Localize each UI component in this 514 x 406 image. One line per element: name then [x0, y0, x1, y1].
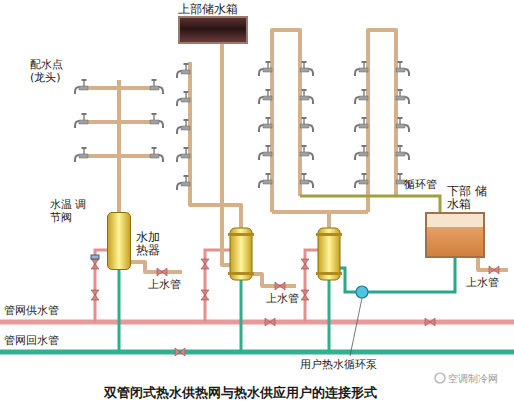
outlet-label: 配水点 (龙头): [30, 58, 76, 84]
pump-line: [340, 258, 455, 292]
node-text: 水加热器: [136, 231, 162, 257]
return-main: [0, 350, 514, 355]
circulation-pump: [356, 286, 368, 298]
lower-storage-tank: 下部 储水箱: [425, 212, 485, 258]
water-heater: 水加热器: [107, 212, 131, 270]
leader-line: [350, 298, 362, 356]
upper-storage-tank: 上部储水箱: [178, 16, 248, 44]
valves: [91, 255, 499, 356]
supply-main: [0, 320, 514, 325]
circulation-pipe: [300, 196, 440, 212]
inlet-pipe-label: 上水管: [148, 278, 188, 291]
hot-water-pipes: [88, 30, 508, 286]
return-branches: [119, 270, 329, 352]
watermark: 空调制冷网: [448, 372, 514, 385]
water-heater: [228, 228, 254, 280]
water-heater: [316, 228, 342, 280]
valve-label: 水温 调节阀: [50, 198, 90, 224]
faucets: [75, 61, 409, 190]
node-text: 下部 储水箱: [447, 185, 487, 211]
inlet-pipe-label: 上水管: [266, 292, 306, 305]
inlet-pipe-label: 上水管: [466, 276, 506, 289]
node-text: 上部储水箱: [178, 3, 258, 16]
pump-label: 用户热水循环泵: [300, 358, 390, 371]
watermark-logo: [435, 373, 445, 383]
supply-pipe-label: 管网供水管: [4, 304, 74, 317]
circulation-label: 循环管: [404, 178, 444, 191]
caption: 双管闭式热水供热网与热水供应用户的连接形式: [20, 385, 460, 401]
return-pipe-label: 管网回水管: [4, 334, 74, 347]
